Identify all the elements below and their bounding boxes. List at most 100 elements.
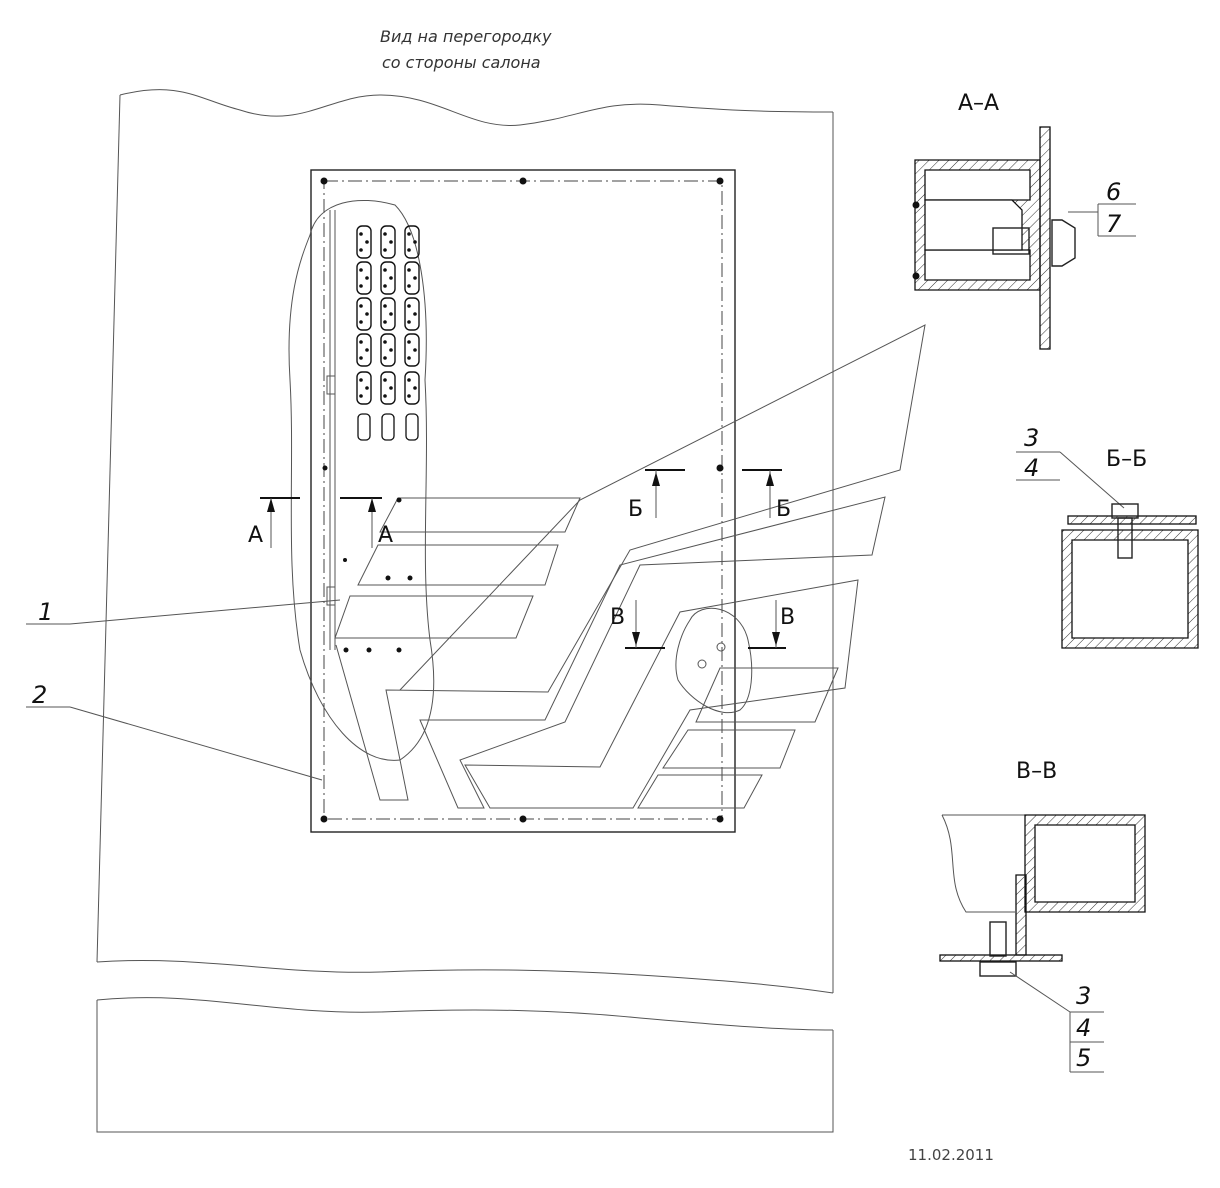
connector-pin <box>359 378 363 382</box>
connector <box>380 225 396 259</box>
connector-pin <box>407 248 411 252</box>
connector <box>356 261 372 295</box>
mark-a-left: А <box>248 523 263 548</box>
callout-bb-bottom: 4 <box>1024 454 1039 482</box>
connector-pin <box>407 356 411 360</box>
callout-vv-2: 4 <box>1076 1014 1091 1042</box>
section-vv-title: В–В <box>1016 759 1057 784</box>
connector-pin <box>359 394 363 398</box>
connector-pin <box>407 284 411 288</box>
section-bb-title: Б–Б <box>1106 447 1147 472</box>
section-marks-b: Б Б <box>628 469 791 522</box>
connector <box>356 297 372 331</box>
connector-pin <box>383 284 387 288</box>
connector-pin <box>359 232 363 236</box>
connector-pin <box>389 386 393 390</box>
view-note-line2: со стороны салона <box>382 53 541 72</box>
callout-aa-bottom: 7 <box>1106 210 1122 238</box>
connector-pin <box>407 394 411 398</box>
connector-blank <box>381 413 395 441</box>
connector-pin <box>389 348 393 352</box>
connector-blank <box>405 413 419 441</box>
connector-pin <box>383 378 387 382</box>
connector-pin <box>359 340 363 344</box>
connector-pin <box>389 312 393 316</box>
connector <box>356 225 372 259</box>
connector-pin <box>359 268 363 272</box>
connector-pin <box>407 268 411 272</box>
mark-v-left: В <box>610 605 625 630</box>
connector-pin <box>383 340 387 344</box>
callout-1: 1 <box>26 598 341 626</box>
connector-pin <box>383 232 387 236</box>
section-bb: Б–Б 3 4 <box>1016 424 1199 649</box>
mark-b-right: Б <box>776 497 791 522</box>
connector <box>404 225 420 259</box>
connector-blank <box>357 413 371 441</box>
partition-outline <box>96 89 834 1133</box>
connector-pin <box>383 394 387 398</box>
section-vv: В–В 3 4 5 <box>939 759 1146 1073</box>
connector-pin <box>389 276 393 280</box>
connector <box>404 297 420 331</box>
connector-pin <box>383 320 387 324</box>
hole-marker-2 <box>716 642 726 652</box>
connector-pin <box>359 284 363 288</box>
connector-pin <box>407 340 411 344</box>
connector <box>404 261 420 295</box>
connector <box>404 333 420 367</box>
callout-bb-top: 3 <box>1024 424 1039 452</box>
connector-pin <box>413 312 417 316</box>
connector-pin <box>359 320 363 324</box>
connector-pin <box>365 386 369 390</box>
connector <box>356 371 372 405</box>
mark-b-left: Б <box>628 497 643 522</box>
stripe-graphic <box>334 324 926 809</box>
connector-pin <box>359 304 363 308</box>
connector-pin <box>407 304 411 308</box>
callout-1-label: 1 <box>38 598 53 626</box>
connector <box>380 371 396 405</box>
connector-pin <box>383 268 387 272</box>
connector <box>380 261 396 295</box>
detail-outline-left <box>288 199 435 761</box>
section-aa: А–А 6 7 <box>912 91 1136 350</box>
connector-pin <box>407 320 411 324</box>
connector-pin <box>383 304 387 308</box>
connector-pin <box>407 232 411 236</box>
section-aa-title: А–А <box>958 91 999 116</box>
connector-pin <box>413 240 417 244</box>
connector <box>380 297 396 331</box>
connector-pin <box>407 378 411 382</box>
connector <box>404 371 420 405</box>
callout-2-label: 2 <box>32 681 47 709</box>
connector-pin <box>383 356 387 360</box>
connector-pin <box>413 386 417 390</box>
connector-pin <box>359 356 363 360</box>
connector-block <box>356 225 420 441</box>
connector-pin <box>413 348 417 352</box>
mark-v-right: В <box>780 605 795 630</box>
connector-pin <box>365 276 369 280</box>
connector-pin <box>413 276 417 280</box>
section-marks-a: А А <box>248 497 393 548</box>
hole-marker <box>697 659 707 669</box>
connector-pin <box>359 248 363 252</box>
view-note-line1: Вид на перегородку <box>380 27 552 46</box>
callout-2: 2 <box>26 681 323 781</box>
connector <box>356 333 372 367</box>
callout-vv-1: 3 <box>1076 982 1091 1010</box>
callout-aa-top: 6 <box>1106 178 1121 206</box>
drawing-date: 11.02.2011 <box>908 1146 994 1164</box>
connector-pin <box>365 348 369 352</box>
section-marks-v: В В <box>610 600 795 649</box>
connector <box>380 333 396 367</box>
detail-outline-right <box>675 607 753 714</box>
connector-pin <box>383 248 387 252</box>
callout-vv-3: 5 <box>1076 1044 1091 1072</box>
connector-pin <box>365 312 369 316</box>
panel <box>310 169 736 833</box>
mark-a-right: А <box>378 523 393 548</box>
connector-pin <box>365 240 369 244</box>
